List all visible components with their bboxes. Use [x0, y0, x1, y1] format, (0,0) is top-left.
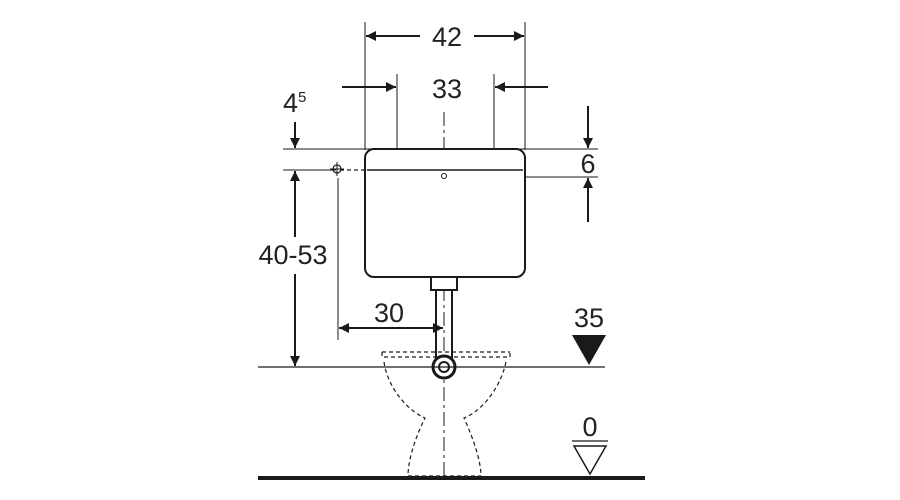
dimension-label-4: 4 — [283, 88, 298, 118]
level-marker-35-icon — [572, 335, 606, 365]
dimension-label-42: 42 — [432, 22, 462, 52]
dimension-label-30: 30 — [374, 298, 404, 328]
level-label-35: 35 — [574, 303, 604, 333]
floor-label-0: 0 — [582, 412, 597, 442]
dimension-label-40-53: 40-53 — [258, 240, 327, 270]
dimension-label-4-superscript: 5 — [298, 89, 306, 106]
dimension-label-33: 33 — [432, 74, 462, 104]
cistern-body — [364, 148, 526, 278]
flush-pipe-coupling — [430, 276, 458, 291]
toilet-bowl-outline — [381, 351, 511, 477]
floor-marker-0-icon — [572, 445, 608, 476]
dimension-label-6: 6 — [580, 149, 595, 179]
cistern-center-mark — [441, 173, 447, 179]
